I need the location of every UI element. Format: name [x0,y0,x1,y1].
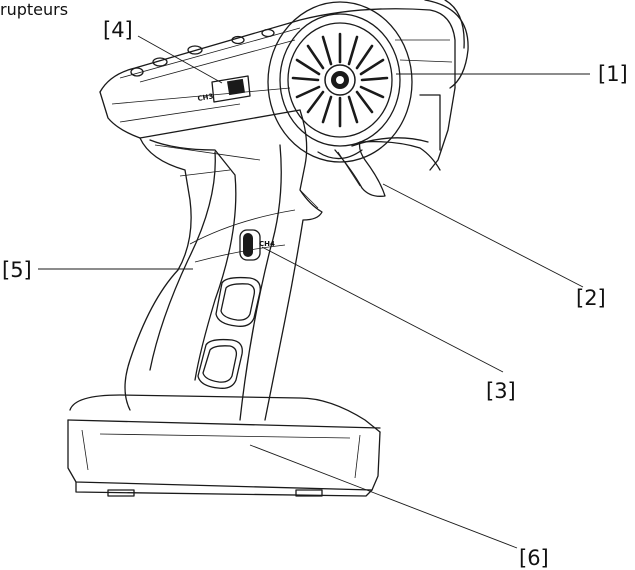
callout-labels: [1] [2] [3] [4] [5] [6] [2,18,628,570]
grip-handle [124,109,323,421]
grip-buttons [197,276,261,389]
throttle-trigger [334,137,441,197]
callout-1: [1] [598,62,628,86]
callout-4: [4] [103,18,133,42]
leader-lines [38,35,590,549]
callout-6: [6] [519,546,549,570]
ch3-switch: CH3 [197,75,251,103]
ch4-label: CH4 [259,240,275,248]
top-knobs [130,28,275,77]
callout-3: [3] [486,379,516,403]
callout-2: [2] [576,286,606,310]
ch4-wheel-button: CH4 [239,229,275,261]
base-battery [67,394,381,497]
steering-wheel [267,1,413,163]
corner-text: rupteurs [0,0,68,19]
ch3-label: CH3 [197,92,214,103]
callout-5: [5] [2,258,32,282]
transmitter-body: CH3 [67,0,469,497]
